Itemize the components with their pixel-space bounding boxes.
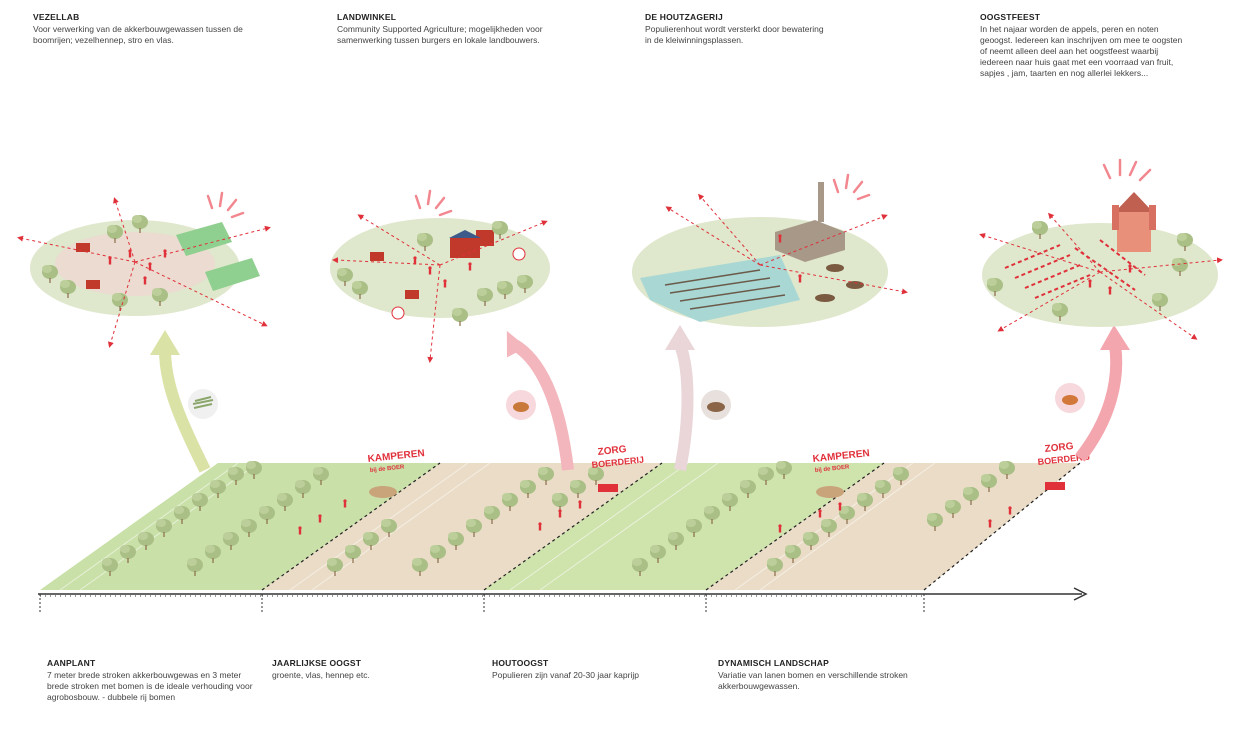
block-text: 7 meter brede stroken akkerbouwgewas en … [47,670,259,703]
product-circles [188,383,1085,420]
block-text: groente, vlas, hennep etc. [272,670,472,681]
vignette-vezellab [20,193,268,345]
block-title: HOUTOOGST [492,658,702,668]
bottom-block-houtoogst: HOUTOOGST Populieren zijn vanaf 20-30 ja… [492,658,702,681]
vignette-houtzagerij [632,175,905,327]
block-title: DYNAMISCH LANDSCHAP [718,658,928,668]
timeline-axis [38,588,1086,612]
block-text: Variatie van lanen bomen en verschillend… [718,670,928,692]
vignette-oogstfeest [982,160,1220,338]
svg-text:KAMPEREN: KAMPEREN [812,448,870,465]
block-title: JAARLIJKSE OOGST [272,658,472,668]
svg-text:KAMPEREN: KAMPEREN [367,448,425,465]
bottom-block-jaarlijkse-oogst: JAARLIJKSE OOGST groente, vlas, hennep e… [272,658,472,681]
bottom-block-dynamisch-landschap: DYNAMISCH LANDSCHAP Variatie van lanen b… [718,658,928,692]
block-title: AANPLANT [47,658,259,668]
block-text: Populieren zijn vanaf 20-30 jaar kaprijp [492,670,702,681]
vignette-landwinkel [330,191,550,360]
curved-arrows [150,325,1130,470]
bottom-block-aanplant: AANPLANT 7 meter brede stroken akkerbouw… [47,658,259,703]
